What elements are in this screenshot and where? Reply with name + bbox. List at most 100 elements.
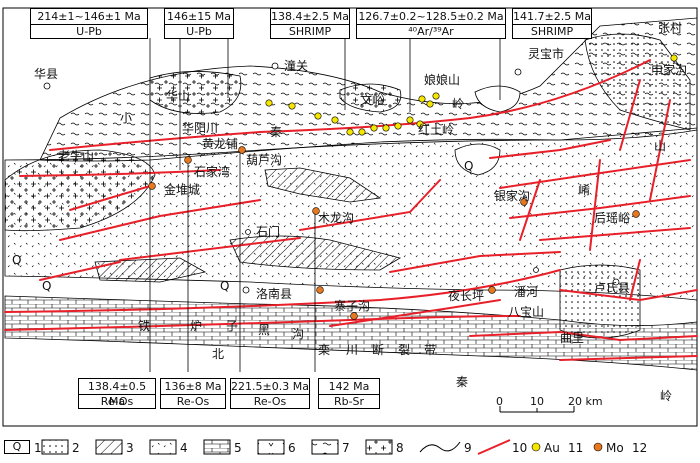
legend-num: 6 xyxy=(288,441,296,455)
gold-deposit xyxy=(370,124,378,132)
fault xyxy=(629,259,641,301)
legend-num: 9 xyxy=(464,441,472,455)
gold-deposit xyxy=(670,54,678,62)
age-value: 221.5±0.3 Ma xyxy=(231,380,309,395)
place-shimen: 石门 xyxy=(256,225,281,239)
mo-deposit xyxy=(316,286,324,294)
scale-bar-graphic xyxy=(499,406,575,413)
unit-hatched-1 xyxy=(264,167,382,203)
place-gou: 沟 xyxy=(292,327,305,341)
q-label: Q xyxy=(464,159,474,173)
place-lingbao: 灵宝市 xyxy=(528,47,565,61)
mo-deposit xyxy=(184,156,192,164)
place-huaxian: 华县 xyxy=(34,67,59,81)
unit-dotted-zhangcun xyxy=(584,33,691,131)
fault xyxy=(469,330,698,342)
scale-tick-0: 0 xyxy=(496,395,503,408)
fault xyxy=(329,299,501,327)
fault xyxy=(59,199,261,241)
legend-num: 11 xyxy=(568,441,584,455)
unit-granite-laoniushan xyxy=(4,149,156,232)
place-ling-north: 岭 xyxy=(452,97,465,111)
legend-num: 8 xyxy=(396,441,404,455)
scale-tick-20: 20 km xyxy=(568,395,603,408)
place-luonan: 洛南县 xyxy=(256,287,293,301)
legend-num: 3 xyxy=(126,441,134,455)
place-wenyu: 文峪 xyxy=(360,93,385,107)
legend-num: 5 xyxy=(234,441,242,455)
place-lie: 裂 xyxy=(398,343,411,357)
place-hei: 黑 xyxy=(258,323,271,337)
age-box-top-3: 138.4±2.5 Ma SHRIMP xyxy=(270,8,350,39)
fault xyxy=(539,227,691,241)
fault xyxy=(589,159,601,251)
age-method: SHRIMP xyxy=(288,25,332,38)
legend-num: 7 xyxy=(342,441,350,455)
place-qin: 秦 xyxy=(270,125,283,139)
place-mulonggou: 木龙沟 xyxy=(318,211,355,225)
age-value: 136±8 Ma xyxy=(161,379,225,395)
gold-deposit xyxy=(426,100,434,108)
place-huashan: 华山 xyxy=(166,89,191,103)
age-method: U-Pb xyxy=(76,25,102,38)
gold-deposit xyxy=(432,92,440,100)
fault xyxy=(649,99,671,201)
fault xyxy=(389,251,561,273)
gold-deposit xyxy=(416,120,424,128)
age-method: Rb-Sr xyxy=(333,395,365,408)
age-value: 214±1~146±1 Ma xyxy=(31,9,147,25)
place-panhe: 潘河 xyxy=(514,285,539,299)
mo-deposit xyxy=(632,210,640,218)
place-xiao2: 崤 xyxy=(578,183,591,197)
place-huluogou: 葫芦沟 xyxy=(246,153,283,167)
mo-deposit xyxy=(520,198,528,206)
town-marker xyxy=(271,62,279,70)
gold-deposit xyxy=(346,128,354,136)
fault xyxy=(39,261,121,281)
place-hongtuling: 红土岭 xyxy=(418,123,455,137)
legend-num: 10 xyxy=(512,441,528,455)
place-shenjiagou: 申家沟 xyxy=(651,63,688,77)
place-chuan: 川 xyxy=(346,343,359,357)
age-box-bottom-3: 221.5±0.3 Ma Re-Os xyxy=(230,378,310,409)
fault xyxy=(559,355,698,361)
fault xyxy=(499,159,691,189)
gold-deposits xyxy=(238,54,678,154)
age-method: ⁴⁰Ar/³⁹Ar xyxy=(408,25,454,38)
legend-num: 12 xyxy=(632,441,648,455)
gold-deposit xyxy=(314,112,322,120)
place-laoniushan: 老牛山 xyxy=(58,149,95,163)
gold-deposit xyxy=(331,116,339,124)
unit-south-brick xyxy=(4,295,698,371)
place-yechangping: 夜长坪 xyxy=(448,289,485,303)
age-box-bottom-1: 138.4±0.5 Ma Re-Os xyxy=(78,378,156,409)
place-zi: 子 xyxy=(226,319,239,333)
mo-deposit xyxy=(350,312,358,320)
legend-patterns xyxy=(41,439,603,455)
place-ling-south: 岭 xyxy=(660,389,673,403)
age-box-top-1: 214±1~146±1 Ma U-Pb xyxy=(30,8,148,39)
legend: Q 1 2 3 4 5 6 7 8 9 10 Au 11 Mo 12 xyxy=(0,434,700,463)
age-method: Re-Os xyxy=(253,395,287,408)
legend-symbol-q: Q xyxy=(4,440,30,454)
place-xiao: 小 xyxy=(120,111,133,125)
place-shan: 山 xyxy=(654,139,667,153)
town-marker xyxy=(514,68,522,76)
mo-deposit xyxy=(312,207,320,215)
gold-deposit xyxy=(418,95,426,103)
gold-deposit xyxy=(406,116,414,124)
town-marker xyxy=(533,267,539,273)
place-tongguan: 潼关 xyxy=(284,59,309,73)
scale-tick-10: 10 xyxy=(530,395,544,408)
q-label: Q xyxy=(42,279,52,293)
age-value: 126.7±0.2~128.5±0.2 Ma xyxy=(357,10,505,25)
legend-num: 4 xyxy=(180,441,188,455)
fault xyxy=(509,195,691,219)
legend-num: 1 xyxy=(34,441,42,455)
town-marker xyxy=(242,286,250,294)
leader-lines xyxy=(149,38,501,372)
fault xyxy=(619,79,641,151)
age-box-top-4: 126.7±0.2~128.5±0.2 Ma ⁴⁰Ar/³⁹Ar xyxy=(356,8,506,39)
place-yinjiagou: 银家沟 xyxy=(494,189,531,203)
